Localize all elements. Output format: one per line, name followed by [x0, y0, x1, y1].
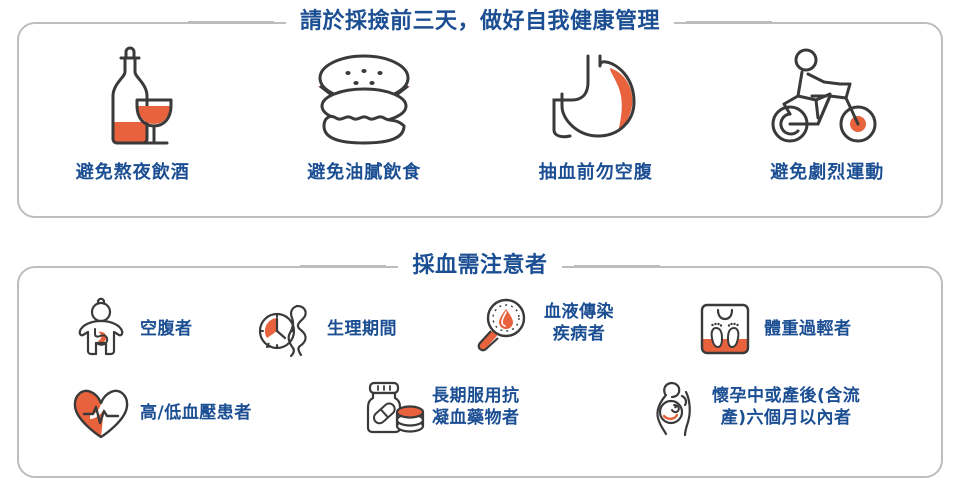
caution-item-label: 高/低血壓患者: [140, 402, 252, 423]
health-item-no-fasting-before-blood-draw: 抽血前勿空腹: [480, 40, 712, 208]
caution-item-bloodborne-disease: 血液傳染 疾病者: [476, 294, 614, 352]
caution-item-label: 懷孕中或產後(含流 產)六個月以內者: [712, 385, 861, 428]
cyclist-icon: [768, 40, 886, 152]
caution-item-pregnancy: 懷孕中或產後(含流 產)六個月以內者: [644, 378, 861, 437]
heart-pulse-icon: [72, 384, 130, 442]
caution-item-label: 空腹者: [140, 318, 193, 339]
caution-item-label: 長期服用抗 凝血藥物者: [432, 385, 520, 428]
caution-item-fasting: 空腹者: [72, 297, 193, 358]
caution-item-underweight: 體重過輕者: [696, 300, 852, 358]
blood-draw-caution-items: 空腹者: [24, 290, 936, 468]
weight-scale-icon: [696, 300, 754, 358]
caution-item-anticoagulant: 長期服用抗 凝血藥物者: [364, 378, 520, 436]
health-item-label: 抽血前勿空腹: [538, 162, 653, 183]
caution-item-label: 體重過輕者: [764, 318, 852, 339]
hamburger-icon: [298, 40, 430, 152]
health-item-avoid-strenuous-exercise: 避免劇烈運動: [712, 40, 944, 208]
empty-stomach-person-icon: [72, 297, 130, 358]
health-management-panel: [17, 22, 943, 218]
menstrual-cycle-icon: [258, 300, 317, 358]
caution-item-label: 生理期間: [327, 318, 397, 339]
blood-magnifier-icon: [476, 294, 534, 352]
caution-item-menstruation: 生理期間: [258, 300, 397, 358]
caution-item-label: 血液傳染 疾病者: [544, 301, 614, 344]
health-item-avoid-greasy-food: 避免油膩飲食: [249, 40, 481, 208]
health-item-label: 避免油膩飲食: [307, 162, 422, 183]
health-item-label: 避免劇烈運動: [770, 162, 885, 183]
health-item-label: 避免熬夜飲酒: [75, 162, 190, 183]
caution-item-blood-pressure: 高/低血壓患者: [72, 384, 252, 442]
wine-bottle-and-glass-icon: [85, 40, 181, 152]
pill-bottle-icon: [364, 378, 425, 436]
pregnancy-icon: [644, 378, 702, 437]
stomach-icon: [544, 40, 648, 152]
health-item-avoid-alcohol: 避免熬夜飲酒: [17, 40, 249, 208]
health-management-items: 避免熬夜飲酒: [17, 40, 943, 208]
